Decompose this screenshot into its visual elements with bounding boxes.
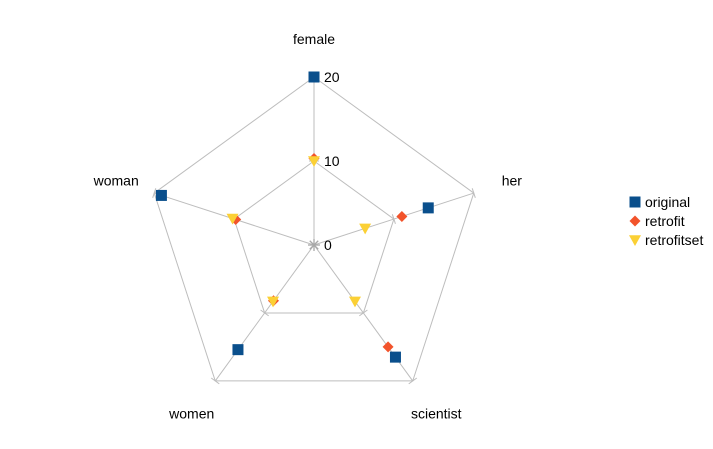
axis-tick-mark [471,188,476,198]
tick-label-10: 10 [324,153,340,169]
axis-tick-mark [260,309,269,317]
data-markers [155,71,434,363]
legend-marker-shape-original [629,196,641,207]
series-original [155,71,434,363]
legend-label-retrofit: retrofit [645,212,685,229]
legend-marker-retrofitset [628,233,642,247]
axis-label-woman: woman [93,173,139,189]
axis-tick-mark [152,188,157,198]
legend-item-retrofitset: retrofitset [628,230,703,249]
radar-grid [152,76,476,385]
series-retrofit [230,152,408,353]
axis-tick-mark [391,214,396,224]
series-retrofitset [226,156,372,308]
data-point-original-her [422,202,434,214]
axis-labels: female her scientist women woman [93,31,523,421]
center-mark [309,240,319,250]
legend-item-original: original [628,192,703,211]
grid-ring-10 [233,160,395,314]
data-point-retrofitset-her [359,223,372,235]
tick-label-20: 20 [324,69,340,85]
axis-label-scientist: scientist [411,405,462,421]
axis-label-female: female [293,31,335,47]
data-point-retrofitset-scientist [348,296,361,308]
data-point-retrofitset-women [267,296,280,308]
legend-marker-retrofit [628,214,642,228]
legend-label-retrofitset: retrofitset [645,231,704,248]
data-point-retrofitset-female [308,156,320,167]
axis-label-women: women [168,405,214,421]
axis-tick-mark [210,377,220,385]
data-point-retrofitset-woman [226,213,239,225]
legend: original retrofit retrofitset [628,192,703,249]
tick-labels: 0 10 20 [324,69,340,253]
data-point-retrofit-scientist [382,341,394,353]
axis-tick-mark [359,309,368,317]
legend-marker-original [628,195,642,209]
axis-tick-mark [408,377,418,385]
axis-label-her: her [502,173,523,189]
legend-label-original: original [645,193,691,210]
data-point-original-female [308,71,320,83]
data-point-retrofit-her [396,210,408,222]
grid-ring-20 [153,76,475,382]
data-point-original-woman [155,189,167,201]
legend-marker-shape-retrofit [629,215,641,226]
legend-marker-shape-retrofitset [629,234,641,246]
data-point-original-women [232,344,244,356]
data-point-original-scientist [389,351,401,363]
tick-label-0: 0 [324,237,332,253]
legend-item-retrofit: retrofit [628,211,703,230]
